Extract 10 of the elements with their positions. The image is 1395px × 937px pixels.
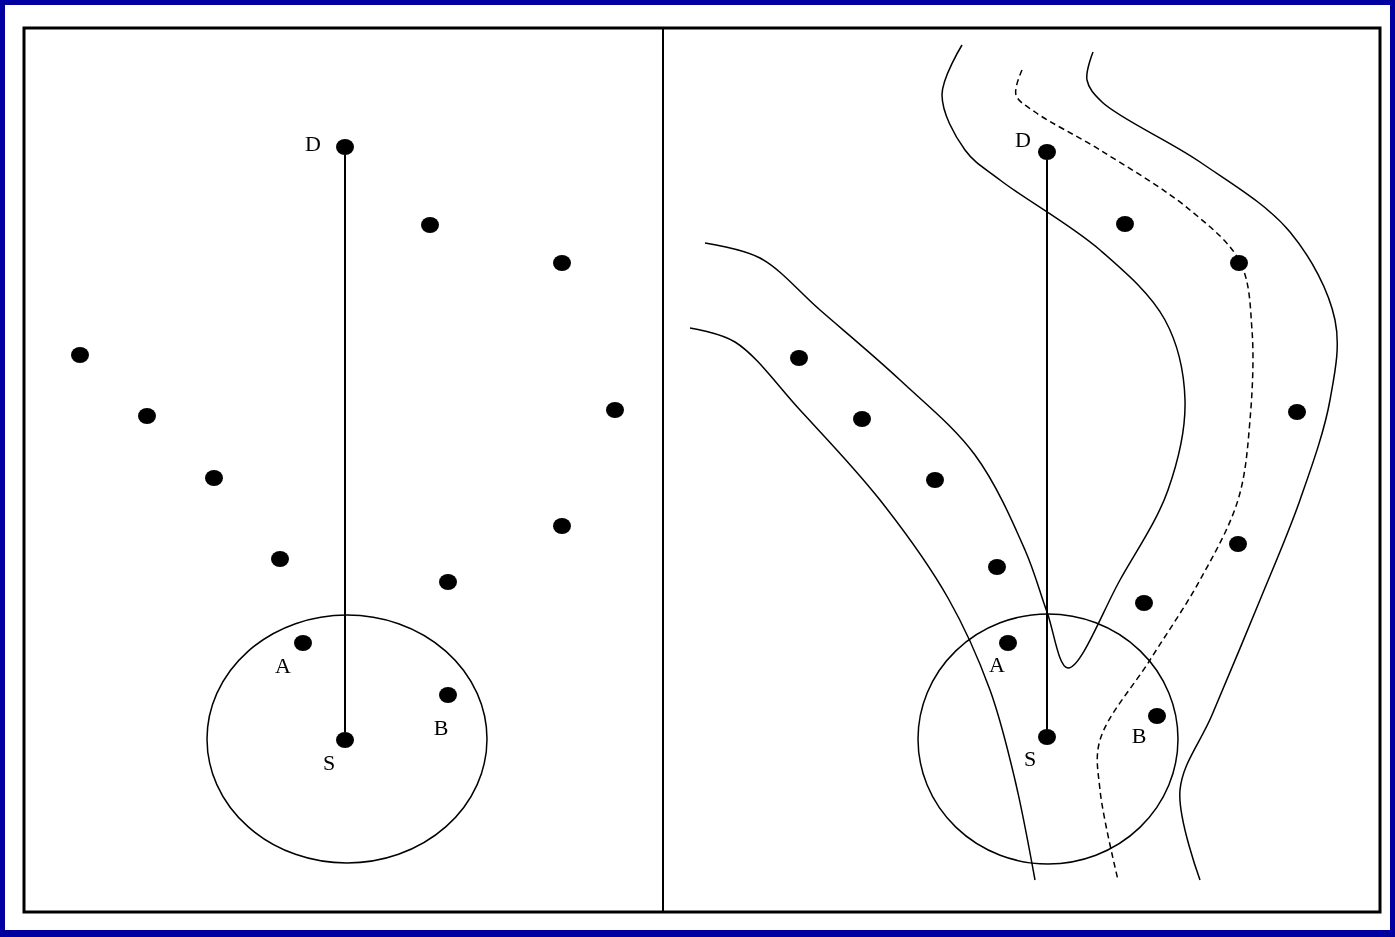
node-label: B bbox=[1130, 724, 1148, 748]
node-label: S bbox=[321, 751, 337, 775]
node-label: B bbox=[432, 716, 450, 740]
node-label: A bbox=[988, 653, 1006, 677]
connection-line bbox=[1046, 159, 1048, 730]
node-label: A bbox=[274, 654, 292, 678]
node-label: D bbox=[304, 132, 322, 156]
connection-line bbox=[344, 154, 346, 733]
node-label: S bbox=[1022, 747, 1038, 771]
node-label: D bbox=[1014, 128, 1032, 152]
